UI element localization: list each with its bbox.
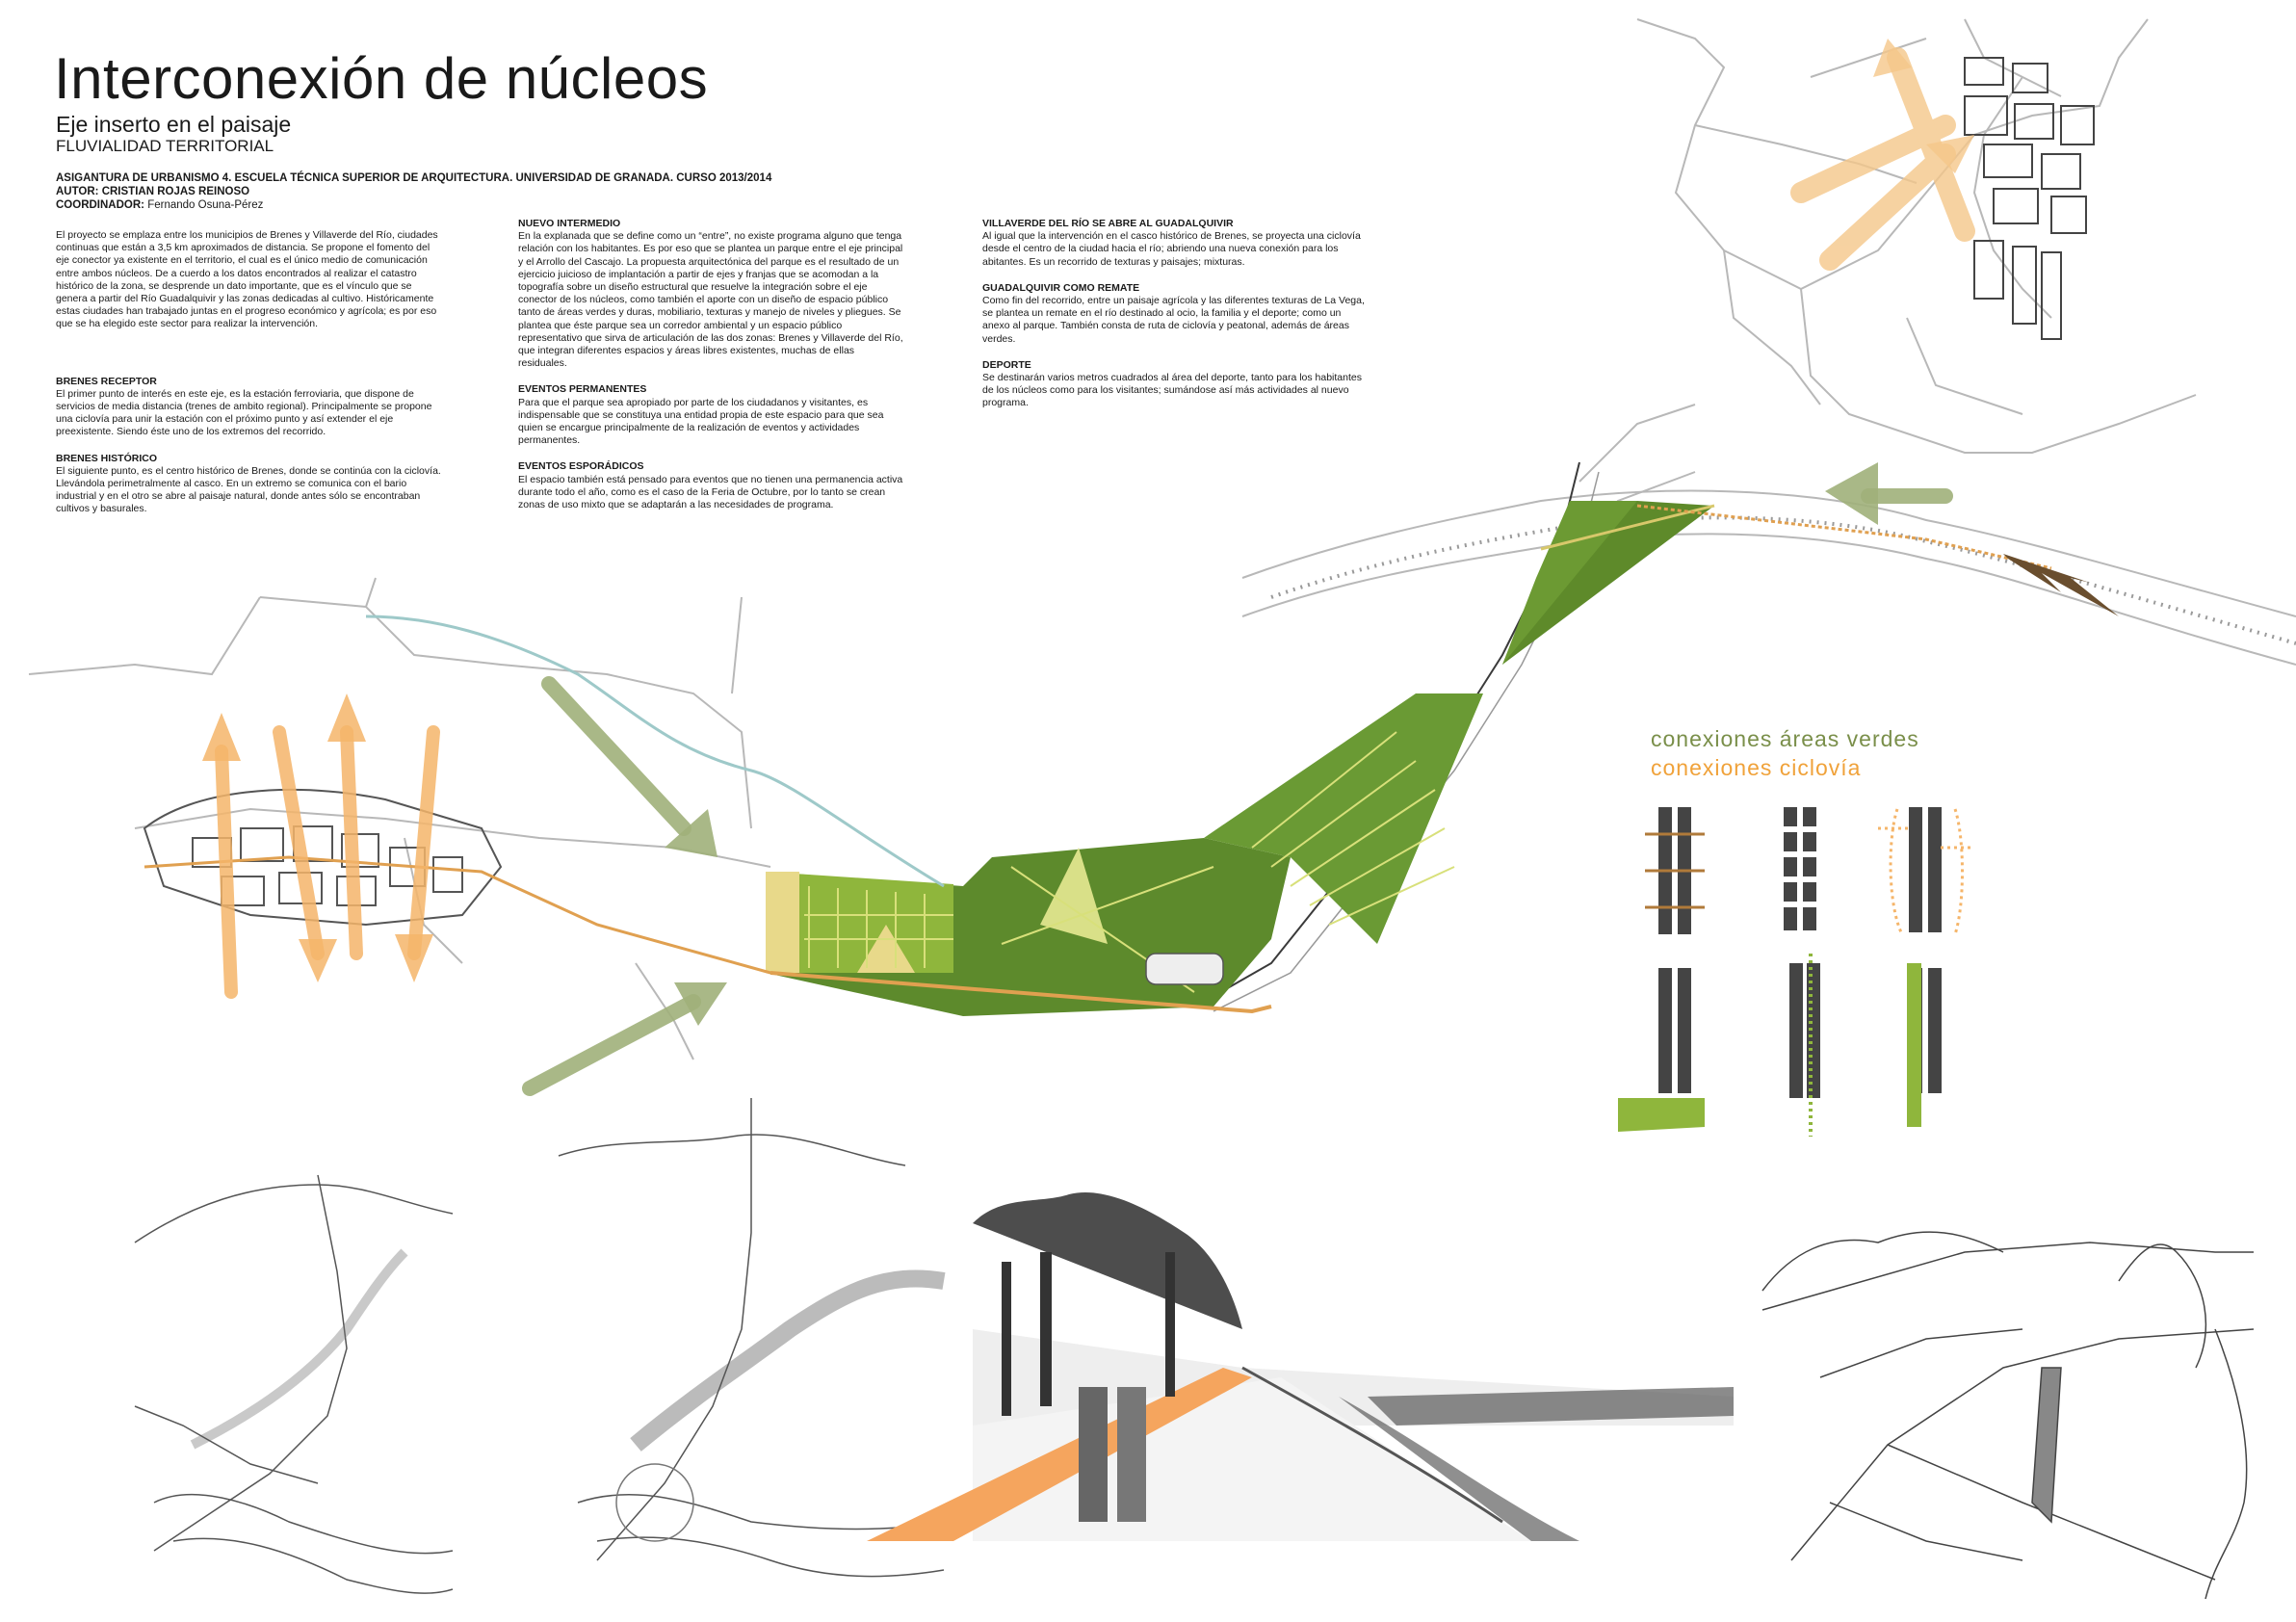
- town-map-brenes: [28, 577, 771, 1060]
- section-body: Para que el parque sea apropiado por par…: [518, 396, 884, 447]
- page-tag: FLUVIALIDAD TERRITORIAL: [56, 137, 274, 155]
- section-heading: EVENTOS ESPORÁDICOS: [518, 460, 644, 473]
- sketch-map: [134, 1174, 454, 1594]
- town-blocks-brenes: [143, 789, 503, 927]
- cycle-lane-brenes: [144, 855, 771, 975]
- section-body: Como fin del recorrido, entre un paisaje…: [982, 295, 1365, 345]
- section-heading: BRENES RECEPTOR: [56, 375, 157, 387]
- perspective-sketch: [1761, 1231, 2255, 1600]
- section-heading: EVENTOS PERMANENTES: [518, 383, 647, 396]
- bridge-remate-icon: [2003, 554, 2119, 616]
- section-body: El primer punto de interés en este eje, …: [56, 387, 432, 438]
- town-blocks-villaverde: [1964, 57, 2095, 340]
- perspective-sketch: [867, 1192, 1734, 1541]
- park-riverside-strip: [1502, 501, 1714, 665]
- arrow-heads-villaverde: [1873, 39, 1974, 173]
- intro-paragraph: El proyecto se emplaza entre los municip…: [56, 229, 438, 330]
- coordinator-name: Fernando Osuna-Pérez: [144, 199, 264, 211]
- section-body: Se destinarán varios metros cuadrados al…: [982, 372, 1362, 409]
- section-heading: BRENES HISTÓRICO: [56, 452, 158, 464]
- stream-arroyo-cascajo: [365, 615, 945, 888]
- coordinator-line: COORDINADOR: Fernando Osuna-Pérez: [56, 198, 771, 212]
- town-map-villaverde: [1578, 18, 2197, 540]
- course-line: ASIGANTURA DE URBANISMO 4. ESCUELA TÉCNI…: [56, 172, 772, 184]
- section-body: El espacio también está pensado para eve…: [518, 473, 903, 511]
- page-title: Interconexión de núcleos: [54, 46, 709, 111]
- coordinator-label: COORDINADOR:: [56, 199, 144, 211]
- sketch-map: [558, 1098, 954, 1578]
- page-subtitle: Eje inserto en el paisaje: [56, 112, 292, 137]
- section-body: En la explanada que se define como un “e…: [518, 230, 903, 370]
- section-heading: VILLAVERDE DEL RÍO SE ABRE AL GUADALQUIV…: [982, 218, 1234, 229]
- connection-diagrams: [1618, 807, 1974, 1137]
- section-heading: GUADALQUIVIR COMO REMATE: [982, 281, 1140, 294]
- section-heading: NUEVO INTERMEDIO: [518, 218, 621, 229]
- author-line: AUTOR: CRISTIAN ROJAS REINOSO: [56, 186, 250, 197]
- credits-block: ASIGANTURA DE URBANISMO 4. ESCUELA TÉCNI…: [56, 171, 771, 212]
- cycle-connection-arrows-brenes: [215, 725, 440, 999]
- park-plan: [766, 693, 1483, 1016]
- legend-green-connections: conexiones áreas verdes: [1651, 726, 1919, 751]
- section-heading: DEPORTE: [982, 358, 1031, 371]
- river-guadalquivir: [1241, 489, 2296, 666]
- section-body: El siguiente punto, es el centro históri…: [56, 464, 441, 515]
- text-column-3: VILLAVERDE DEL RÍO SE ABRE AL GUADALQUIV…: [982, 218, 1368, 410]
- cycle-connection-arrows-villaverde: [1790, 47, 1975, 271]
- text-column-1: El proyecto se emplaza entre los municip…: [56, 229, 441, 516]
- green-connection-arrows: [522, 488, 1953, 1096]
- legend-cycle-connections: conexiones ciclovía: [1651, 755, 1862, 780]
- arrow-heads-brenes: [202, 693, 433, 982]
- connector-road: [1203, 461, 1600, 1012]
- text-column-2: NUEVO INTERMEDIO En la explanada que se …: [518, 218, 903, 511]
- section-body: Al igual que la intervención en el casco…: [982, 230, 1361, 268]
